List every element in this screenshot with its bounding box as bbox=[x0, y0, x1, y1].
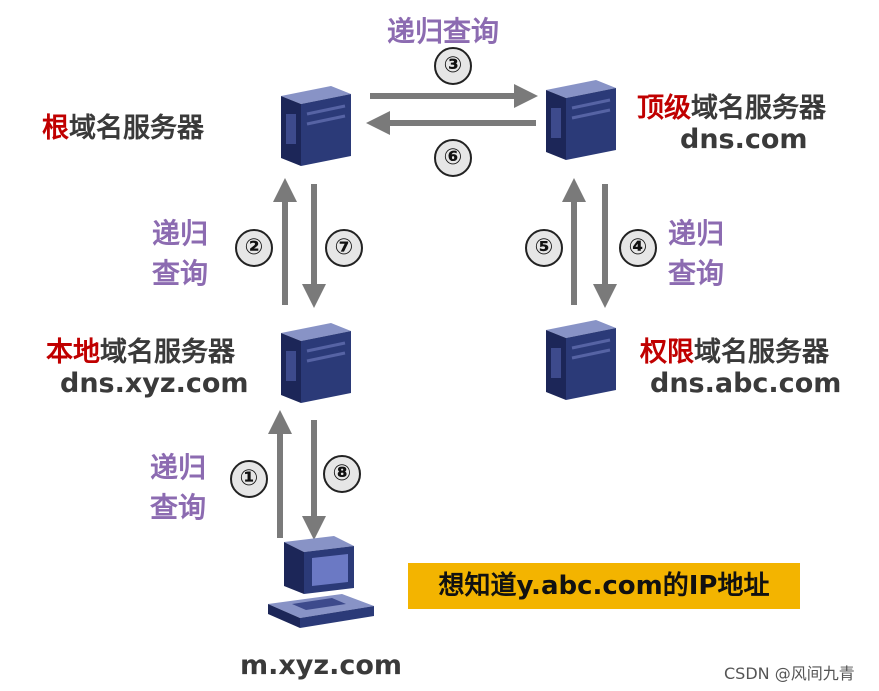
step-1-badge: ① bbox=[230, 460, 268, 498]
tld-server-host: dns.com bbox=[680, 124, 808, 155]
step-3-badge: ③ bbox=[434, 47, 472, 85]
client-host-label: m.xyz.com bbox=[240, 650, 403, 681]
local-server-host: dns.xyz.com bbox=[60, 368, 249, 399]
left-upper-query-line1: 递归 bbox=[152, 217, 209, 250]
auth-server-icon bbox=[546, 320, 616, 400]
auth-server-host: dns.abc.com bbox=[650, 368, 842, 399]
left-lower-query-line1: 递归 bbox=[150, 451, 207, 484]
tld-server-label: 顶级域名服务器 bbox=[637, 93, 826, 124]
step-6-badge: ⑥ bbox=[434, 139, 472, 177]
question-banner: 想知道y.abc.com的IP地址 bbox=[408, 563, 800, 609]
left-upper-query-line2: 查询 bbox=[152, 257, 209, 290]
local-server-icon bbox=[281, 323, 351, 403]
right-upper-query-line2: 查询 bbox=[668, 257, 725, 290]
right-upper-query-line1: 递归 bbox=[668, 217, 725, 250]
step-8-badge: ⑧ bbox=[323, 455, 361, 493]
left-lower-query-line2: 查询 bbox=[150, 491, 207, 524]
local-server-label: 本地域名服务器 bbox=[46, 337, 235, 368]
root-server-label: 根域名服务器 bbox=[42, 113, 204, 144]
step-2-badge: ② bbox=[235, 229, 273, 267]
auth-server-label: 权限域名服务器 bbox=[640, 337, 829, 368]
watermark: CSDN @风间九青 bbox=[724, 664, 855, 683]
top-query-label: 递归查询 bbox=[387, 15, 500, 48]
step-4-badge: ④ bbox=[619, 229, 657, 267]
root-server-icon bbox=[281, 86, 351, 166]
step-7-badge: ⑦ bbox=[325, 229, 363, 267]
step-5-badge: ⑤ bbox=[525, 229, 563, 267]
tld-server-icon bbox=[546, 80, 616, 160]
client-computer-icon bbox=[268, 536, 374, 628]
